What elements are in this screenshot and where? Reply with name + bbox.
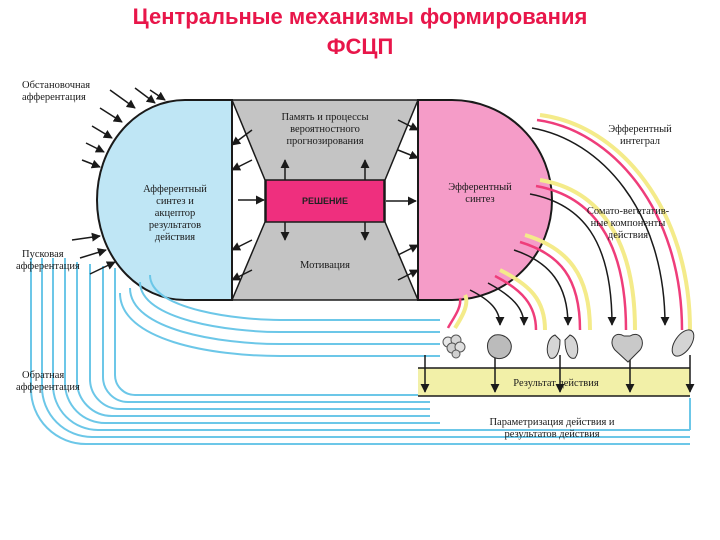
svg-text:афферентация: афферентация: [16, 382, 80, 393]
efferent-integral-label-2: интеграл: [620, 136, 660, 147]
parametrization-label-2: результатов действия: [504, 429, 599, 440]
svg-text:действия: действия: [155, 232, 195, 243]
gland-icon: [442, 334, 466, 359]
slide-title: Центральные механизмы формирования ФСЦП: [0, 2, 720, 62]
svg-text:Афферентный: Афферентный: [143, 184, 207, 195]
parametrization-label-1: Параметризация действия и: [489, 417, 614, 428]
decision-box: [265, 179, 385, 223]
stomach-icon: [487, 334, 512, 359]
somatovegetative-label-2: ные компоненты: [591, 218, 666, 229]
afferent-synthesis-label-4: результатов: [149, 220, 201, 231]
feedback-afferentation-label-2: афферентация: [16, 382, 80, 393]
afferent-synthesis-block: [96, 99, 233, 301]
svg-text:афферентация: афферентация: [22, 92, 86, 103]
trigger-afferentation-label: Пусковая: [22, 249, 64, 260]
action-result-label: Результат действия: [513, 378, 599, 389]
internal-arrows: [231, 119, 419, 281]
motivation-label: Мотивация: [300, 260, 350, 271]
situational-afferentation-label-2: афферентация: [22, 92, 86, 103]
svg-text:Обратная: Обратная: [22, 370, 64, 381]
svg-text:ные компоненты: ные компоненты: [591, 218, 666, 229]
afferent-synthesis-label-1: Афферентный: [143, 184, 207, 195]
svg-text:результатов действия: результатов действия: [504, 429, 599, 440]
svg-text:РЕШЕНИЕ: РЕШЕНИЕ: [302, 196, 348, 206]
situational-afferentation-label: Обстановочная: [22, 80, 90, 91]
svg-text:синтез и: синтез и: [156, 196, 194, 207]
lower-blue-arcs: [119, 274, 440, 357]
action-result-bar: [418, 368, 690, 396]
svg-text:действия: действия: [608, 230, 648, 241]
memory-label-3: прогнозирования: [286, 136, 363, 147]
efferent-synthesis-block: [417, 99, 553, 301]
efferent-integral-label-1: Эфферентный: [608, 124, 672, 135]
title-line-1: Центральные механизмы формирования: [132, 4, 588, 29]
somatovegetative-label-1: Сомато-вегетатив-: [587, 206, 670, 217]
svg-text:акцептор: акцептор: [155, 208, 196, 219]
svg-text:синтез: синтез: [465, 194, 494, 205]
svg-text:прогнозирования: прогнозирования: [286, 136, 363, 147]
decision-label: РЕШЕНИЕ: [302, 196, 348, 206]
result-bar-arrows: [420, 355, 695, 393]
memory-label-1: Память и процессы: [282, 112, 369, 123]
svg-text:Эфферентный: Эфферентный: [448, 182, 512, 193]
svg-text:Эфферентный: Эфферентный: [608, 124, 672, 135]
svg-text:Результат действия: Результат действия: [513, 378, 599, 389]
afferent-synthesis-label-2: синтез и: [156, 196, 194, 207]
svg-text:вероятностного: вероятностного: [290, 124, 360, 135]
memory-label-2: вероятностного: [290, 124, 360, 135]
svg-text:Память и процессы: Память и процессы: [282, 112, 369, 123]
afferent-synthesis-label-3: акцептор: [155, 208, 196, 219]
svg-text:результатов: результатов: [149, 220, 201, 231]
heart-icon: [611, 334, 643, 363]
svg-text:Пусковая: Пусковая: [22, 249, 64, 260]
feedback-afferentation-label: Обратная: [22, 370, 64, 381]
svg-text:интеграл: интеграл: [620, 136, 660, 147]
svg-text:афферентация: афферентация: [16, 261, 80, 272]
svg-text:Мотивация: Мотивация: [300, 260, 350, 271]
svg-text:Параметризация действия и: Параметризация действия и: [489, 417, 614, 428]
lungs-icon: [546, 334, 579, 359]
feedback-arcs: [30, 258, 691, 445]
efferent-synthesis-label-1: Эфферентный: [448, 182, 512, 193]
somatovegetative-label-3: действия: [608, 230, 648, 241]
afferent-input-arrows: [71, 87, 166, 275]
svg-text:Сомато-вегетатив-: Сомато-вегетатив-: [587, 206, 670, 217]
afferent-synthesis-label-5: действия: [155, 232, 195, 243]
muscle-icon: [671, 329, 695, 357]
efferent-arcs: [446, 113, 692, 331]
title-line-2: ФСЦП: [326, 34, 394, 59]
svg-text:Обстановочная: Обстановочная: [22, 80, 90, 91]
efferent-synthesis-label-2: синтез: [465, 194, 494, 205]
trigger-afferentation-label-2: афферентация: [16, 261, 80, 272]
